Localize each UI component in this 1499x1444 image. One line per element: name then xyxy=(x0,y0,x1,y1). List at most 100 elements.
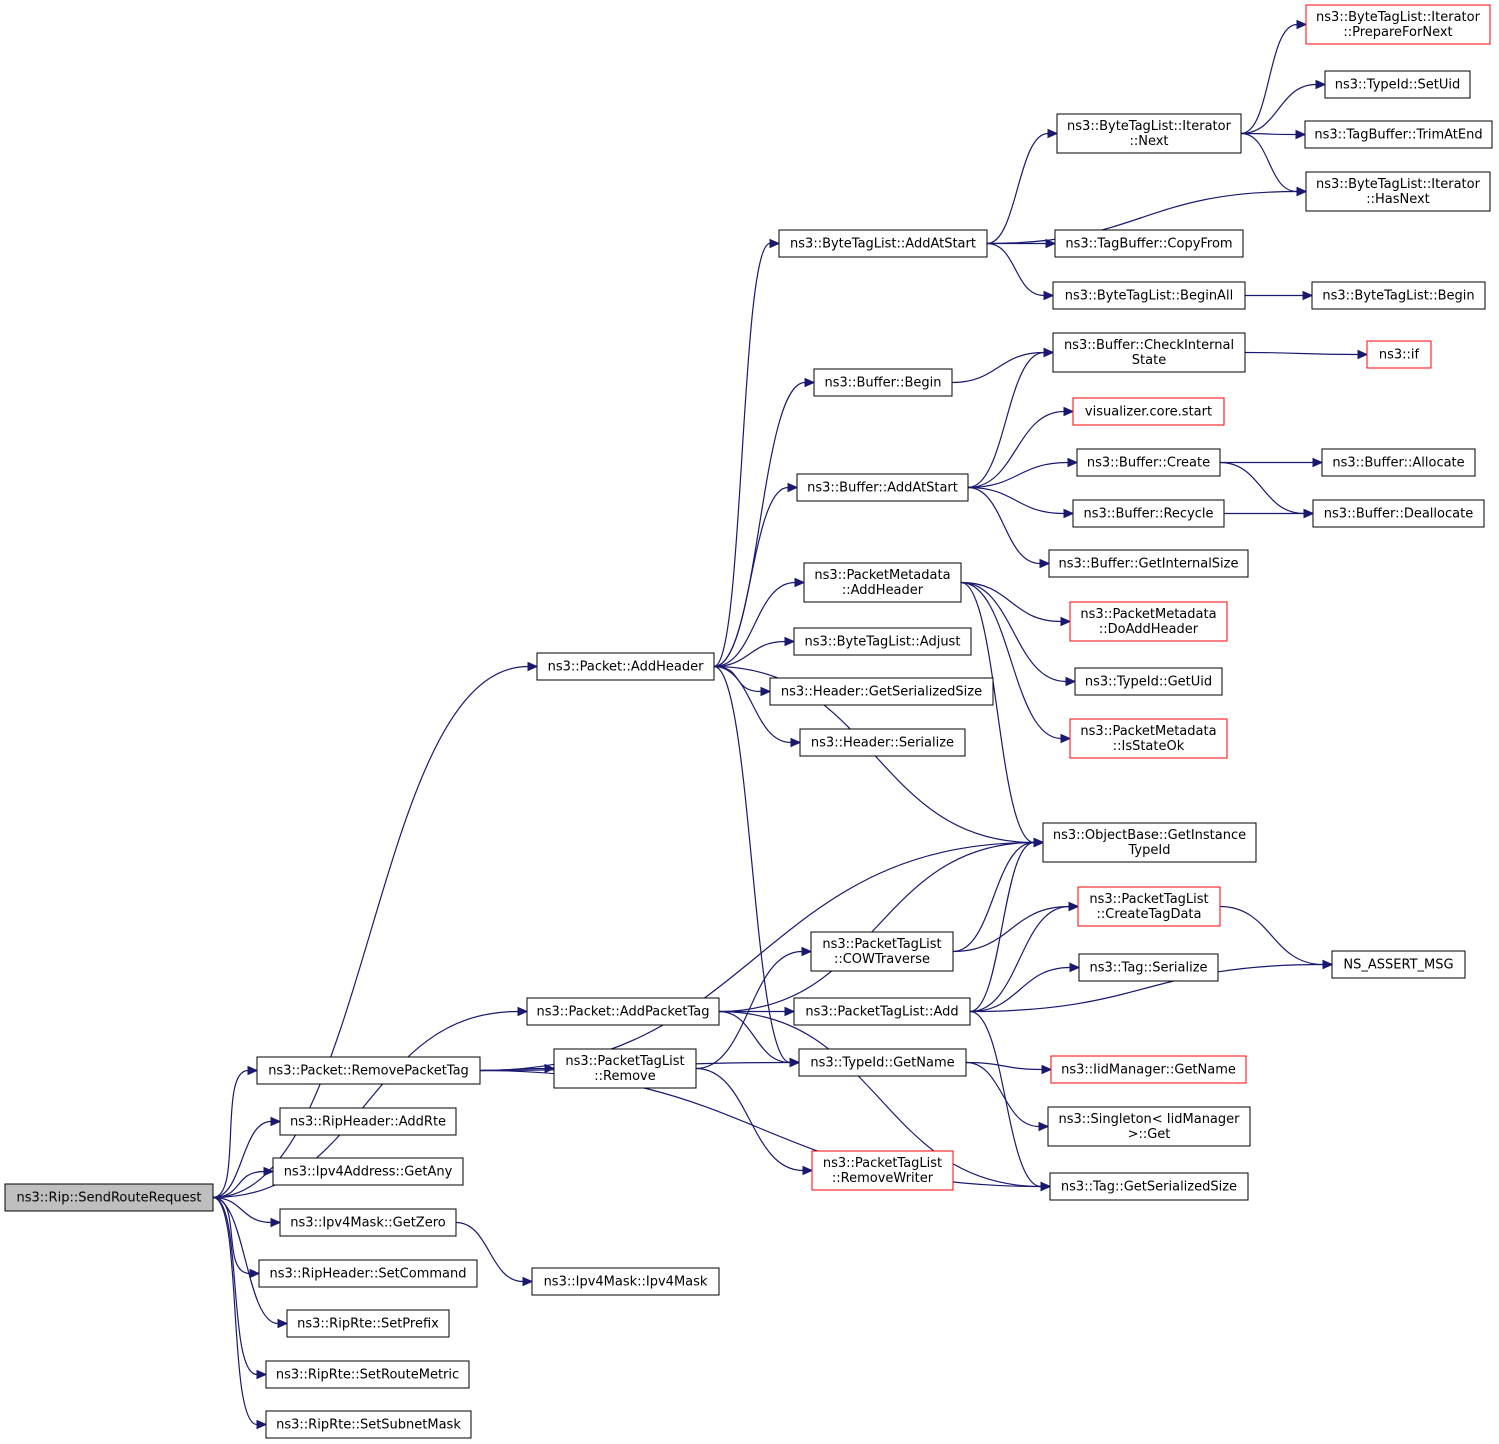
node-ns3-packettaglist-removewriter[interactable]: ns3::PacketTagList::RemoveWriter xyxy=(811,1150,954,1191)
node-ns3-packettaglist-cowtraverse[interactable]: ns3::PacketTagList::COWTraverse xyxy=(810,931,954,972)
node-ns3-header-serialize[interactable]: ns3::Header::Serialize xyxy=(799,728,966,757)
node-box[interactable] xyxy=(803,562,962,603)
node-ns3-singleton-iidmanager-get[interactable]: ns3::Singleton< IidManager>::Get xyxy=(1047,1106,1251,1147)
node-box[interactable] xyxy=(793,997,971,1026)
node-ns3-tag-serialize[interactable]: ns3::Tag::Serialize xyxy=(1078,953,1219,982)
node-ns3-packetmetadata-isstateok[interactable]: ns3::PacketMetadata::IsStateOk xyxy=(1069,718,1228,759)
node-ns3-packettaglist-createtagdata[interactable]: ns3::PacketTagList::CreateTagData xyxy=(1077,886,1221,927)
node-box[interactable] xyxy=(1052,281,1246,310)
node-box[interactable] xyxy=(1054,229,1244,258)
node-box[interactable] xyxy=(1072,499,1225,528)
node-ns3-buffer-allocate[interactable]: ns3::Buffer::Allocate xyxy=(1321,448,1476,477)
node-box[interactable] xyxy=(1312,499,1485,528)
node-box[interactable] xyxy=(1078,953,1219,982)
node-ns3-packettaglist-add[interactable]: ns3::PacketTagList::Add xyxy=(793,997,971,1026)
node-ns3-buffer-getinternalsize[interactable]: ns3::Buffer::GetInternalSize xyxy=(1048,549,1249,578)
node-box[interactable] xyxy=(1050,1055,1247,1084)
node-box[interactable] xyxy=(1076,448,1221,477)
node-ns3-bytetaglist-iterator-preparefornext[interactable]: ns3::ByteTagList::Iterator::PrepareForNe… xyxy=(1305,4,1491,45)
node-ns3-ipv4address-getany[interactable]: ns3::Ipv4Address::GetAny xyxy=(272,1157,464,1186)
node-ns3-packet-addheader[interactable]: ns3::Packet::AddHeader xyxy=(536,652,715,681)
node-ns3-bytetaglist-addatstart[interactable]: ns3::ByteTagList::AddAtStart xyxy=(778,229,988,258)
node-visualizer-core-start[interactable]: visualizer.core.start xyxy=(1072,397,1225,426)
node-ns3-buffer-recycle[interactable]: ns3::Buffer::Recycle xyxy=(1072,499,1225,528)
node-ns3-riprte-setsubnetmask[interactable]: ns3::RipRte::SetSubnetMask xyxy=(265,1410,472,1439)
node-ns3-ipv4mask-ipv4mask[interactable]: ns3::Ipv4Mask::Ipv4Mask xyxy=(531,1267,720,1296)
node-box[interactable] xyxy=(256,1056,481,1085)
node-ns3-bytetaglist-begin[interactable]: ns3::ByteTagList::Begin xyxy=(1311,281,1486,310)
node-box[interactable] xyxy=(778,229,988,258)
node-ns3-tagbuffer-copyfrom[interactable]: ns3::TagBuffer::CopyFrom xyxy=(1054,229,1244,258)
node-box[interactable] xyxy=(1048,549,1249,578)
node-box[interactable] xyxy=(1324,70,1471,99)
node-ns3-header-getserializedsize[interactable]: ns3::Header::GetSerializedSize xyxy=(769,677,994,706)
node-box[interactable] xyxy=(531,1267,720,1296)
node-ns3-iidmanager-getname[interactable]: ns3::IidManager::GetName xyxy=(1050,1055,1247,1084)
node-ns3-packetmetadata-addheader[interactable]: ns3::PacketMetadata::AddHeader xyxy=(803,562,962,603)
node-box[interactable] xyxy=(1042,822,1257,863)
node-box[interactable] xyxy=(1052,332,1246,373)
node-box[interactable] xyxy=(796,473,969,502)
node-ns3-buffer-begin[interactable]: ns3::Buffer::Begin xyxy=(813,368,953,397)
node-box[interactable] xyxy=(1069,718,1228,759)
node-ns3-bytetaglist-iterator-hasnext[interactable]: ns3::ByteTagList::Iterator::HasNext xyxy=(1305,171,1491,212)
node-ns3-tagbuffer-trimatend[interactable]: ns3::TagBuffer::TrimAtEnd xyxy=(1304,120,1493,149)
node-box[interactable] xyxy=(1074,667,1223,696)
node-ns3-bytetaglist-beginall[interactable]: ns3::ByteTagList::BeginAll xyxy=(1052,281,1246,310)
node-box[interactable] xyxy=(1321,448,1476,477)
node-box[interactable] xyxy=(799,728,966,757)
node-ns3-ipv4mask-getzero[interactable]: ns3::Ipv4Mask::GetZero xyxy=(279,1208,457,1237)
node-ns3-packettaglist-remove[interactable]: ns3::PacketTagList::Remove xyxy=(553,1048,697,1089)
node-box[interactable] xyxy=(1072,397,1225,426)
node-box[interactable] xyxy=(810,931,954,972)
node-box[interactable] xyxy=(793,627,972,656)
node-ns3-buffer-deallocate[interactable]: ns3::Buffer::Deallocate xyxy=(1312,499,1485,528)
node-box[interactable] xyxy=(265,1410,472,1439)
node-box[interactable] xyxy=(1366,340,1432,369)
node-ns3-bytetaglist-adjust[interactable]: ns3::ByteTagList::Adjust xyxy=(793,627,972,656)
node-box[interactable] xyxy=(1049,1172,1249,1201)
node-box[interactable] xyxy=(265,1360,470,1389)
node-box[interactable] xyxy=(279,1208,457,1237)
node-ns3-riprte-setprefix[interactable]: ns3::RipRte::SetPrefix xyxy=(286,1309,450,1338)
node-box[interactable] xyxy=(279,1107,457,1136)
node-ns3-typeid-getname[interactable]: ns3::TypeId::GetName xyxy=(798,1048,967,1077)
node-box[interactable] xyxy=(1047,1106,1251,1147)
node-box[interactable] xyxy=(813,368,953,397)
node-ns3-buffer-addatstart[interactable]: ns3::Buffer::AddAtStart xyxy=(796,473,969,502)
node-box[interactable] xyxy=(272,1157,464,1186)
node-box[interactable] xyxy=(1305,171,1491,212)
node-box[interactable] xyxy=(1069,601,1228,642)
node-box[interactable] xyxy=(536,652,715,681)
node-box[interactable] xyxy=(526,997,720,1026)
node-ns3-ripheader-setcommand[interactable]: ns3::RipHeader::SetCommand xyxy=(258,1259,478,1288)
node-ns3-ripheader-addrte[interactable]: ns3::RipHeader::AddRte xyxy=(279,1107,457,1136)
node-box[interactable] xyxy=(798,1048,967,1077)
node-box[interactable] xyxy=(1331,950,1466,979)
node-ns3-if[interactable]: ns3::if xyxy=(1366,340,1432,369)
node-box[interactable] xyxy=(286,1309,450,1338)
node-ns3-buffer-create[interactable]: ns3::Buffer::Create xyxy=(1076,448,1221,477)
node-ns3-packet-addpackettag[interactable]: ns3::Packet::AddPacketTag xyxy=(526,997,720,1026)
node-box[interactable] xyxy=(553,1048,697,1089)
node-ns3-typeid-setuid[interactable]: ns3::TypeId::SetUid xyxy=(1324,70,1471,99)
node-box[interactable] xyxy=(1077,886,1221,927)
node-ns3-bytetaglist-iterator-next[interactable]: ns3::ByteTagList::Iterator::Next xyxy=(1056,113,1242,154)
node-box[interactable] xyxy=(811,1150,954,1191)
node-ns3-tag-getserializedsize[interactable]: ns3::Tag::GetSerializedSize xyxy=(1049,1172,1249,1201)
node-ns3-packetmetadata-doaddheader[interactable]: ns3::PacketMetadata::DoAddHeader xyxy=(1069,601,1228,642)
node-box[interactable] xyxy=(1304,120,1493,149)
node-box[interactable] xyxy=(258,1259,478,1288)
node-ns-assert-msg[interactable]: NS_ASSERT_MSG xyxy=(1331,950,1466,979)
node-ns3-typeid-getuid[interactable]: ns3::TypeId::GetUid xyxy=(1074,667,1223,696)
node-ns3-riprte-setroutemetric[interactable]: ns3::RipRte::SetRouteMetric xyxy=(265,1360,470,1389)
node-box[interactable] xyxy=(4,1183,214,1212)
node-box[interactable] xyxy=(1056,113,1242,154)
node-box[interactable] xyxy=(1311,281,1486,310)
node-ns3-packet-removepackettag[interactable]: ns3::Packet::RemovePacketTag xyxy=(256,1056,481,1085)
node-box[interactable] xyxy=(769,677,994,706)
node-ns3-rip-sendrouterequest[interactable]: ns3::Rip::SendRouteRequest xyxy=(4,1183,214,1212)
node-box[interactable] xyxy=(1305,4,1491,45)
